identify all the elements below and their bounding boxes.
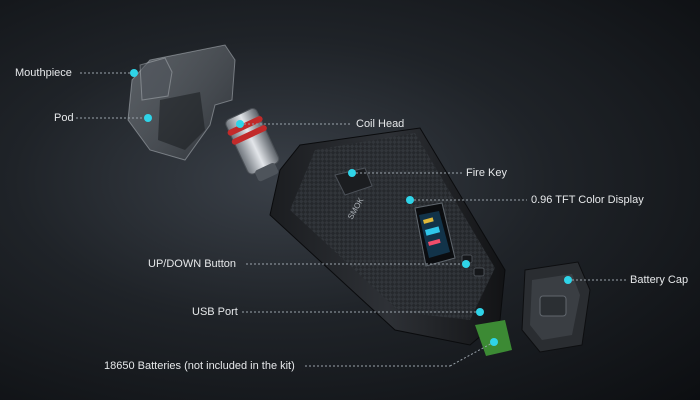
callout-dot-battery-cap — [564, 276, 572, 284]
label-battery-cap: Battery Cap — [630, 274, 689, 286]
leader-line-batteries-diagonal — [449, 341, 495, 367]
label-mouthpiece: Mouthpiece — [15, 67, 72, 79]
label-pod: Pod — [54, 112, 74, 124]
label-display: 0.96 TFT Color Display — [531, 194, 644, 206]
battery-cap-illustration — [521, 261, 591, 353]
callout-dot-display — [406, 196, 414, 204]
tft-display-illustration — [414, 202, 456, 267]
label-up-down-button: UP/DOWN Button — [148, 258, 237, 270]
label-usb-port: USB Port — [192, 306, 238, 318]
device-body-illustration: SMOK — [269, 127, 512, 356]
callout-dot-fire-key — [348, 169, 356, 177]
leader-lines — [76, 72, 627, 367]
callout-dot-coil-head — [236, 120, 244, 128]
callout-dot-up-down-button — [462, 260, 470, 268]
label-batteries: 18650 Batteries (not included in the kit… — [104, 360, 295, 372]
coil-head-illustration — [225, 108, 280, 182]
pod-illustration — [127, 44, 236, 161]
callout-dot-batteries — [490, 338, 498, 346]
label-coil-head: Coil Head — [356, 118, 405, 130]
label-fire-key: Fire Key — [466, 167, 507, 179]
callout-dots — [130, 69, 572, 346]
callout-dot-pod — [144, 114, 152, 122]
callout-dot-usb-port — [476, 308, 484, 316]
callout-dot-mouthpiece — [130, 69, 138, 77]
